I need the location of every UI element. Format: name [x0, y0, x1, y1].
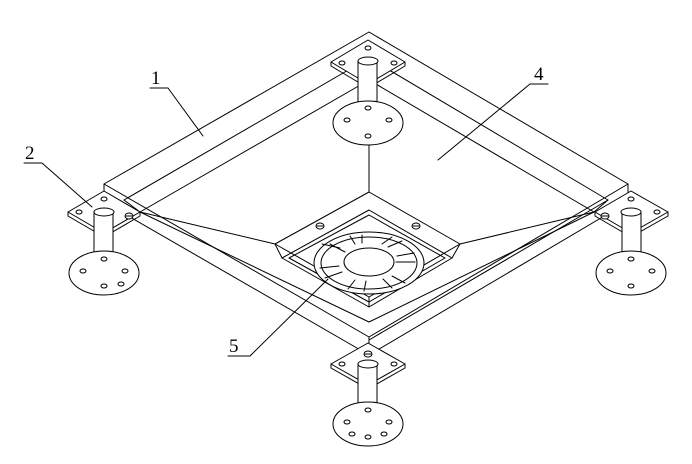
label-4: 4 [534, 64, 544, 85]
fan-blade [319, 265, 343, 279]
callout-2: 2 [23, 143, 93, 208]
fan-blade [347, 279, 367, 292]
fan-screw [315, 222, 325, 230]
fan-blade [395, 252, 416, 263]
fan-blade [321, 243, 346, 253]
outer-frame [103, 31, 629, 356]
callout-5: 5 [227, 278, 329, 357]
foot-front [330, 342, 406, 447]
label-2: 2 [25, 143, 35, 164]
fan-blade [381, 236, 403, 248]
label-1: 1 [151, 68, 161, 89]
foot-left [67, 190, 141, 296]
fan-hub [343, 247, 395, 277]
fan-blade [349, 234, 363, 245]
fan-blade [382, 275, 406, 289]
foot-right [594, 190, 669, 296]
callout-4: 4 [437, 64, 549, 161]
callout-1: 1 [149, 68, 204, 137]
foot-back [330, 39, 406, 146]
fan-screw [411, 222, 421, 230]
label-5: 5 [229, 336, 239, 357]
fan [313, 231, 425, 295]
top-panel [139, 144, 595, 245]
